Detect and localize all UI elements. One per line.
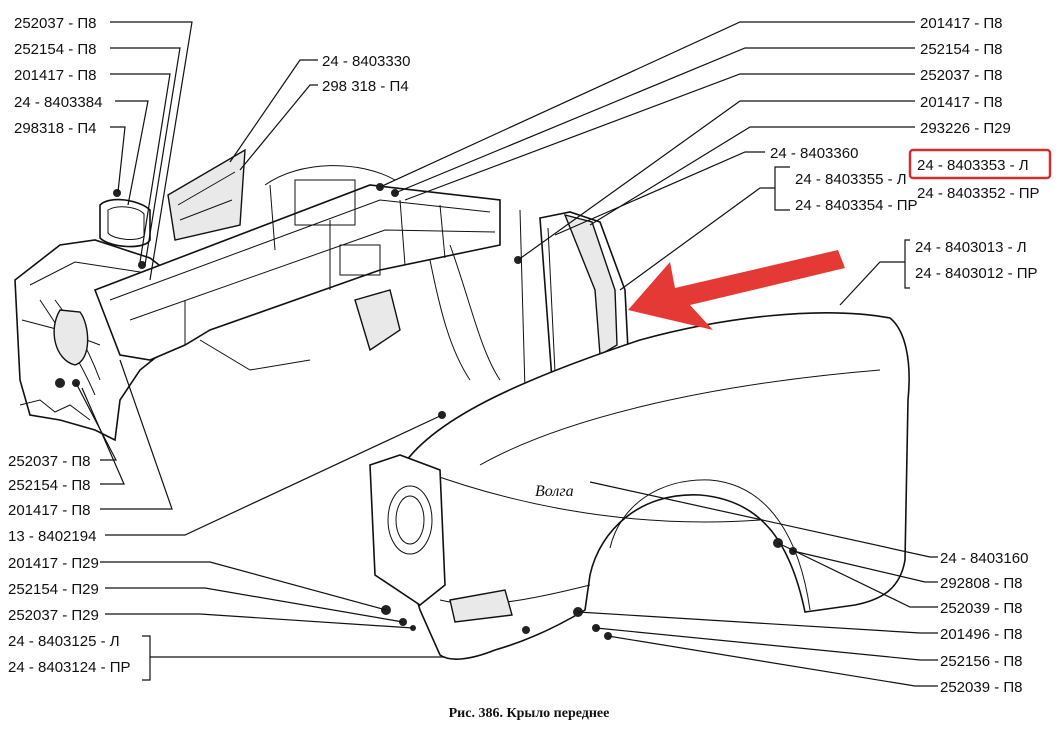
label: 293226 - П29 xyxy=(920,120,1011,137)
label: 24 - 8403355 - Л xyxy=(795,171,907,188)
labels-right: 201417 - П8 252154 - П8 252037 - П8 2014… xyxy=(770,15,1040,696)
label: 298318 - П4 xyxy=(14,120,97,137)
longitudinal-member xyxy=(93,165,501,381)
label: 252154 - П8 xyxy=(8,477,91,494)
label: 24 - 8403352 - ПР xyxy=(917,185,1040,202)
highlighted-label: 24 - 8403353 - Л xyxy=(917,157,1029,174)
label: 252154 - П8 xyxy=(920,41,1003,58)
label: 24 - 8403125 - Л xyxy=(8,633,120,650)
figure-caption: Рис. 386. Крыло переднее xyxy=(448,706,610,721)
label: 252154 - П29 xyxy=(8,581,99,598)
label: 252037 - П8 xyxy=(8,453,91,470)
label: 201417 - П8 xyxy=(920,15,1003,32)
label: 252039 - П8 xyxy=(940,679,1023,696)
label: 24 - 8403124 - ПР xyxy=(8,659,131,676)
label: 201417 - П8 xyxy=(920,94,1003,111)
highlight-box xyxy=(908,148,1052,180)
sound-insulation-pad xyxy=(167,148,246,241)
label: 13 - 8402194 xyxy=(8,528,96,545)
label: 292808 - П8 xyxy=(940,575,1023,592)
label: 24 - 8403160 xyxy=(940,550,1028,567)
leader-lines xyxy=(75,21,938,687)
label: 201417 - П8 xyxy=(8,502,91,519)
label: 201496 - П8 xyxy=(940,626,1023,643)
headlamp-housing xyxy=(369,454,513,623)
label: 252037 - П8 xyxy=(14,15,97,32)
front-fender: Волга xyxy=(399,312,910,660)
labels-left: 252037 - П8 252154 - П8 201417 - П8 24 -… xyxy=(8,15,131,676)
headlamp-seal-part xyxy=(99,198,151,248)
bolts xyxy=(55,183,797,640)
label: 24 - 8403012 - ПР xyxy=(915,265,1038,282)
label: 252037 - П8 xyxy=(920,67,1003,84)
red-arrow xyxy=(628,250,845,330)
labels-top: 24 - 8403330 298 318 - П4 xyxy=(322,53,410,95)
label: 298 318 - П4 xyxy=(322,78,409,95)
label: 24 - 8403384 xyxy=(14,94,102,111)
label: 252039 - П8 xyxy=(940,600,1023,617)
highlight-annotation xyxy=(628,148,1052,330)
label: 201417 - П29 xyxy=(8,555,99,572)
label: 252156 - П8 xyxy=(940,653,1023,670)
label: 252037 - П29 xyxy=(8,607,99,624)
label: 252154 - П8 xyxy=(14,41,97,58)
label: 24 - 8403360 xyxy=(770,145,858,162)
label: 24 - 8403330 xyxy=(322,53,410,70)
label: 201417 - П8 xyxy=(14,67,97,84)
svg-text:Волга: Волга xyxy=(535,483,574,500)
label: 24 - 8403354 - ПР xyxy=(795,197,918,214)
label: 24 - 8403013 - Л xyxy=(915,239,1027,256)
